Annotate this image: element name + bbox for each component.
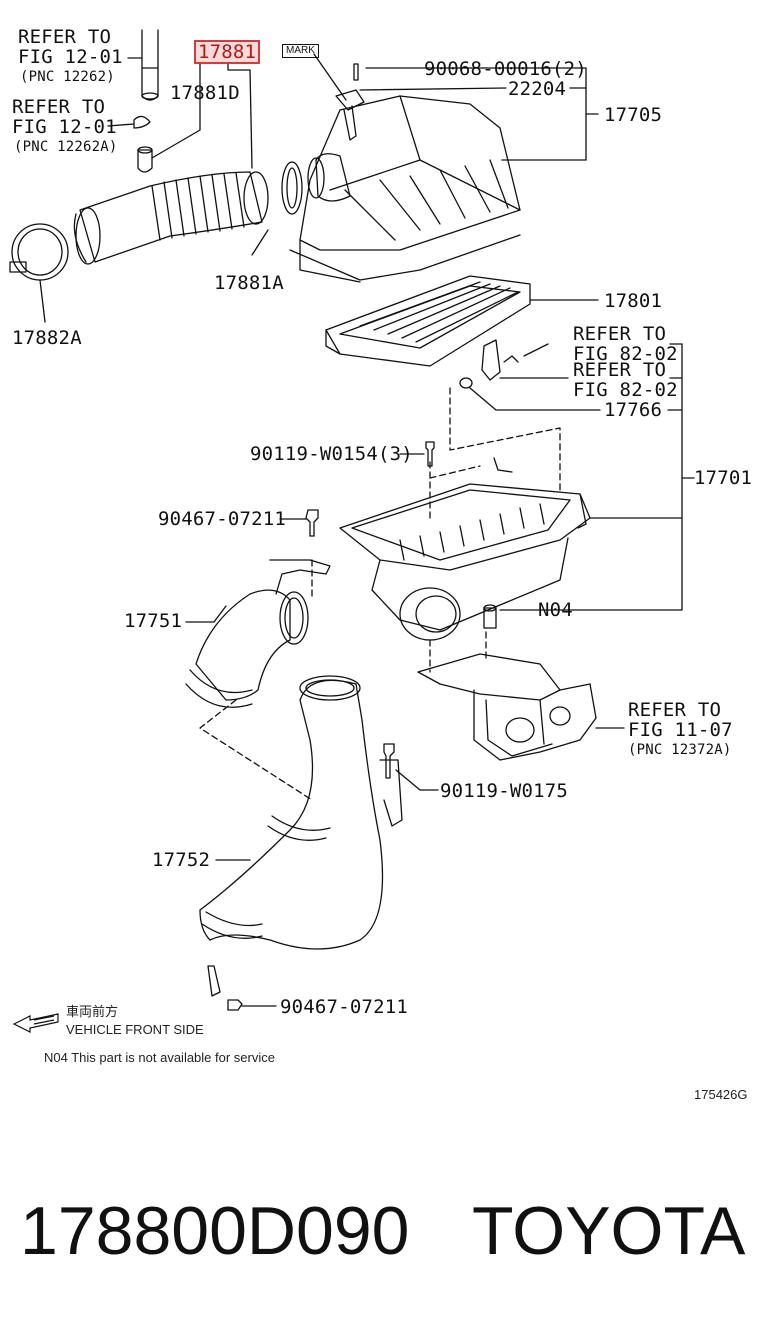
part-n04-label[interactable]: N04 (538, 599, 573, 621)
part-90467-07211-top-label[interactable]: 90467-07211 (158, 508, 287, 530)
vehicle-front-en-label: VEHICLE FRONT SIDE (66, 1022, 204, 1037)
refer-fig-label-4: FIG 82-02 (573, 379, 678, 401)
refer-pnc-label-2: (PNC 12262A) (14, 139, 118, 155)
refer-to-label-3: REFER TO (573, 323, 667, 345)
part-17752-label[interactable]: 17752 (152, 849, 211, 871)
filter-element-17801-drawing (325, 275, 531, 367)
bracket-12372a-drawing (417, 653, 597, 761)
vehicle-front-arrow-icon (12, 1013, 59, 1033)
air-cleaner-case-17701-drawing (339, 457, 591, 641)
part-90467-07211-bottom-label[interactable]: 90467-07211 (280, 996, 409, 1018)
refer-to-label-2: REFER TO (12, 96, 106, 118)
pipe-12262-drawing (141, 29, 159, 101)
part-17766-label[interactable]: 17766 (604, 399, 663, 421)
part-17751-label[interactable]: 17751 (124, 610, 183, 632)
refer-to-label-1: REFER TO (18, 26, 112, 48)
part-17882a-label[interactable]: 17882A (12, 327, 82, 349)
refer-fig-label-1: FIG 12-01 (18, 46, 123, 68)
air-duct-17751-drawing (185, 559, 331, 708)
part-90068-label[interactable]: 90068-00016(2) (424, 58, 587, 80)
mark-box-label: MARK (282, 44, 319, 58)
refer-fig-label-5: FIG 11-07 (628, 719, 733, 741)
refer-pnc-label-5: (PNC 12372A) (628, 742, 732, 758)
refer-to-label-4: REFER TO (573, 359, 667, 381)
vehicle-front-jp-label: 車両前方 (66, 1004, 119, 1019)
figure-code: 175426G (694, 1087, 748, 1102)
brand-title: TOYOTA (472, 1193, 746, 1269)
clip-12262a-drawing (133, 115, 153, 173)
clamp-17882a-drawing (9, 223, 69, 281)
part-17881a-label[interactable]: 17881A (214, 272, 284, 294)
refer-fig-label-2: FIG 12-01 (12, 116, 117, 138)
refer-pnc-label-1: (PNC 12262) (20, 69, 115, 85)
part-90119-w0175-label[interactable]: 90119-W0175 (440, 780, 569, 802)
part-number-title: 178800D090 (20, 1193, 410, 1269)
part-17705-label[interactable]: 17705 (604, 104, 663, 126)
inlet-hose-17881-drawing (73, 171, 269, 265)
part-90119-w0154-label[interactable]: 90119-W0154(3) (250, 443, 413, 465)
ring-17881a-drawing (281, 161, 303, 215)
part-22204-label[interactable]: 22204 (508, 78, 567, 100)
part-17801-label[interactable]: 17801 (604, 290, 663, 312)
part-17881d-label[interactable]: 17881D (170, 82, 240, 104)
refer-fig-label-3: FIG 82-02 (573, 343, 678, 365)
refer-to-label-5: REFER TO (628, 699, 722, 721)
air-cleaner-cap-17705-drawing (289, 63, 521, 283)
n04-note: N04 This part is not available for servi… (44, 1050, 275, 1065)
part-17701-label[interactable]: 17701 (694, 467, 753, 489)
air-duct-17752-drawing (199, 675, 403, 997)
part-17881-highlighted-label[interactable]: 17881 (194, 40, 261, 64)
